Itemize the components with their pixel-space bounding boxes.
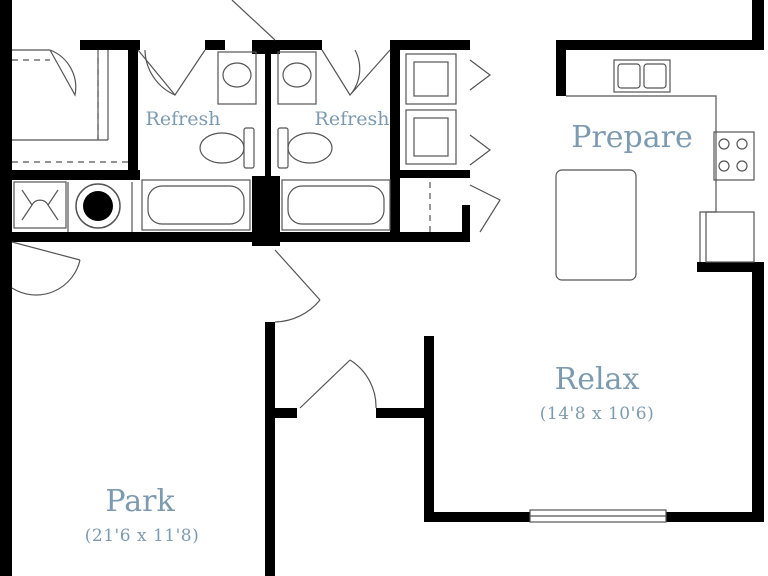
wall-relax-door-stub <box>376 408 434 418</box>
floor-drain <box>75 183 121 229</box>
wall-closet-right <box>128 40 138 176</box>
wall-linen-divider <box>400 170 470 178</box>
wall-bath-center-lower <box>252 176 280 246</box>
vanity-left <box>217 51 257 105</box>
wall-right-exterior <box>752 0 764 40</box>
washer <box>405 53 457 105</box>
tub-left <box>141 179 251 231</box>
room-dimensions-relax: (14'8 x 10'6) <box>539 404 655 424</box>
room-label-relax: Relax <box>554 362 640 397</box>
fridge <box>705 211 755 263</box>
wall-kitchen-left-stub <box>556 40 566 96</box>
wall-wet-bottom <box>0 232 260 242</box>
vanity-right <box>277 51 317 105</box>
stove <box>713 131 755 181</box>
wall-relax-bottom-left <box>424 512 530 522</box>
room-label-park: Park <box>105 484 175 519</box>
wall-left-exterior <box>0 0 12 576</box>
wall-relax-bottom-right <box>666 512 764 522</box>
room-dimensions-park: (21'6 x 11'8) <box>84 526 200 546</box>
wall-bath-top-mid <box>262 40 322 50</box>
wall-bath-center-thin <box>265 50 271 180</box>
room-label-prepare: Prepare <box>571 120 693 155</box>
wall-bath-right <box>390 40 400 242</box>
sink-left <box>222 62 252 88</box>
sink-right <box>282 62 312 88</box>
wall-laundry-top <box>0 170 140 180</box>
wall-park-right <box>265 322 275 576</box>
water-heater <box>13 181 67 229</box>
wall-right-exterior-lower <box>752 262 764 520</box>
toilet-right-tank <box>277 127 289 169</box>
toilet-left-tank <box>243 127 255 169</box>
wall-kitchen-bottom <box>697 262 764 272</box>
wall-bath-top-left <box>205 40 225 50</box>
wall-relax-left <box>424 336 434 520</box>
toilet-left-bowl <box>199 132 245 164</box>
wall-park-right-stub <box>275 408 297 418</box>
wall-bath-center <box>252 40 280 54</box>
room-label-refresh-right: Refresh <box>314 108 390 130</box>
tub-right <box>281 179 391 231</box>
wall-kitchen-top <box>556 40 764 50</box>
dryer <box>405 109 457 165</box>
wall-closet-top <box>80 40 140 50</box>
fixtures <box>11 0 755 523</box>
wall-bath-top-right <box>390 40 470 50</box>
toilet-right-bowl <box>287 132 333 164</box>
kitchen-sink <box>613 59 671 93</box>
wall-linen-right <box>462 205 470 242</box>
wall-wet-bottom-right <box>280 232 470 242</box>
room-label-refresh-left: Refresh <box>145 108 221 130</box>
kitchen-island <box>555 169 637 281</box>
